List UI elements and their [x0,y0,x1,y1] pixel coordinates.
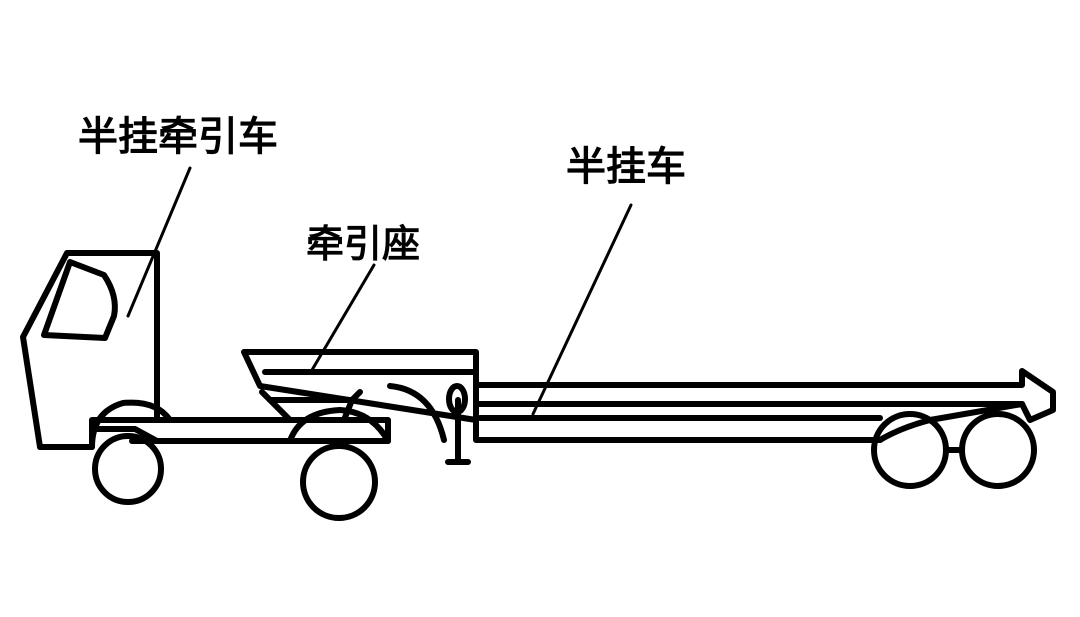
tractor-chassis [92,417,391,444]
leader-line-fifth-wheel [310,263,376,372]
front-fender [89,399,173,450]
gooseneck-drop [387,383,447,443]
trailer-wheel-rear [959,411,1037,489]
label-tractor: 半挂牵引车 [78,114,278,160]
leader-line-semitrailer [531,203,633,416]
tractor-unit [20,250,391,521]
tractor-cab [20,250,160,450]
semitrailer-unit [241,349,1056,489]
rear-wheel [300,443,378,521]
landing-gear-crank [446,383,468,415]
cab-window [41,259,118,341]
leader-line-tractor [126,166,192,318]
front-wheel [92,433,164,505]
fifth-wheel-plate [267,397,355,423]
label-fifth-wheel: 牵引座 [306,222,421,266]
label-semitrailer: 半挂车 [566,144,686,190]
rear-fender [287,407,391,444]
